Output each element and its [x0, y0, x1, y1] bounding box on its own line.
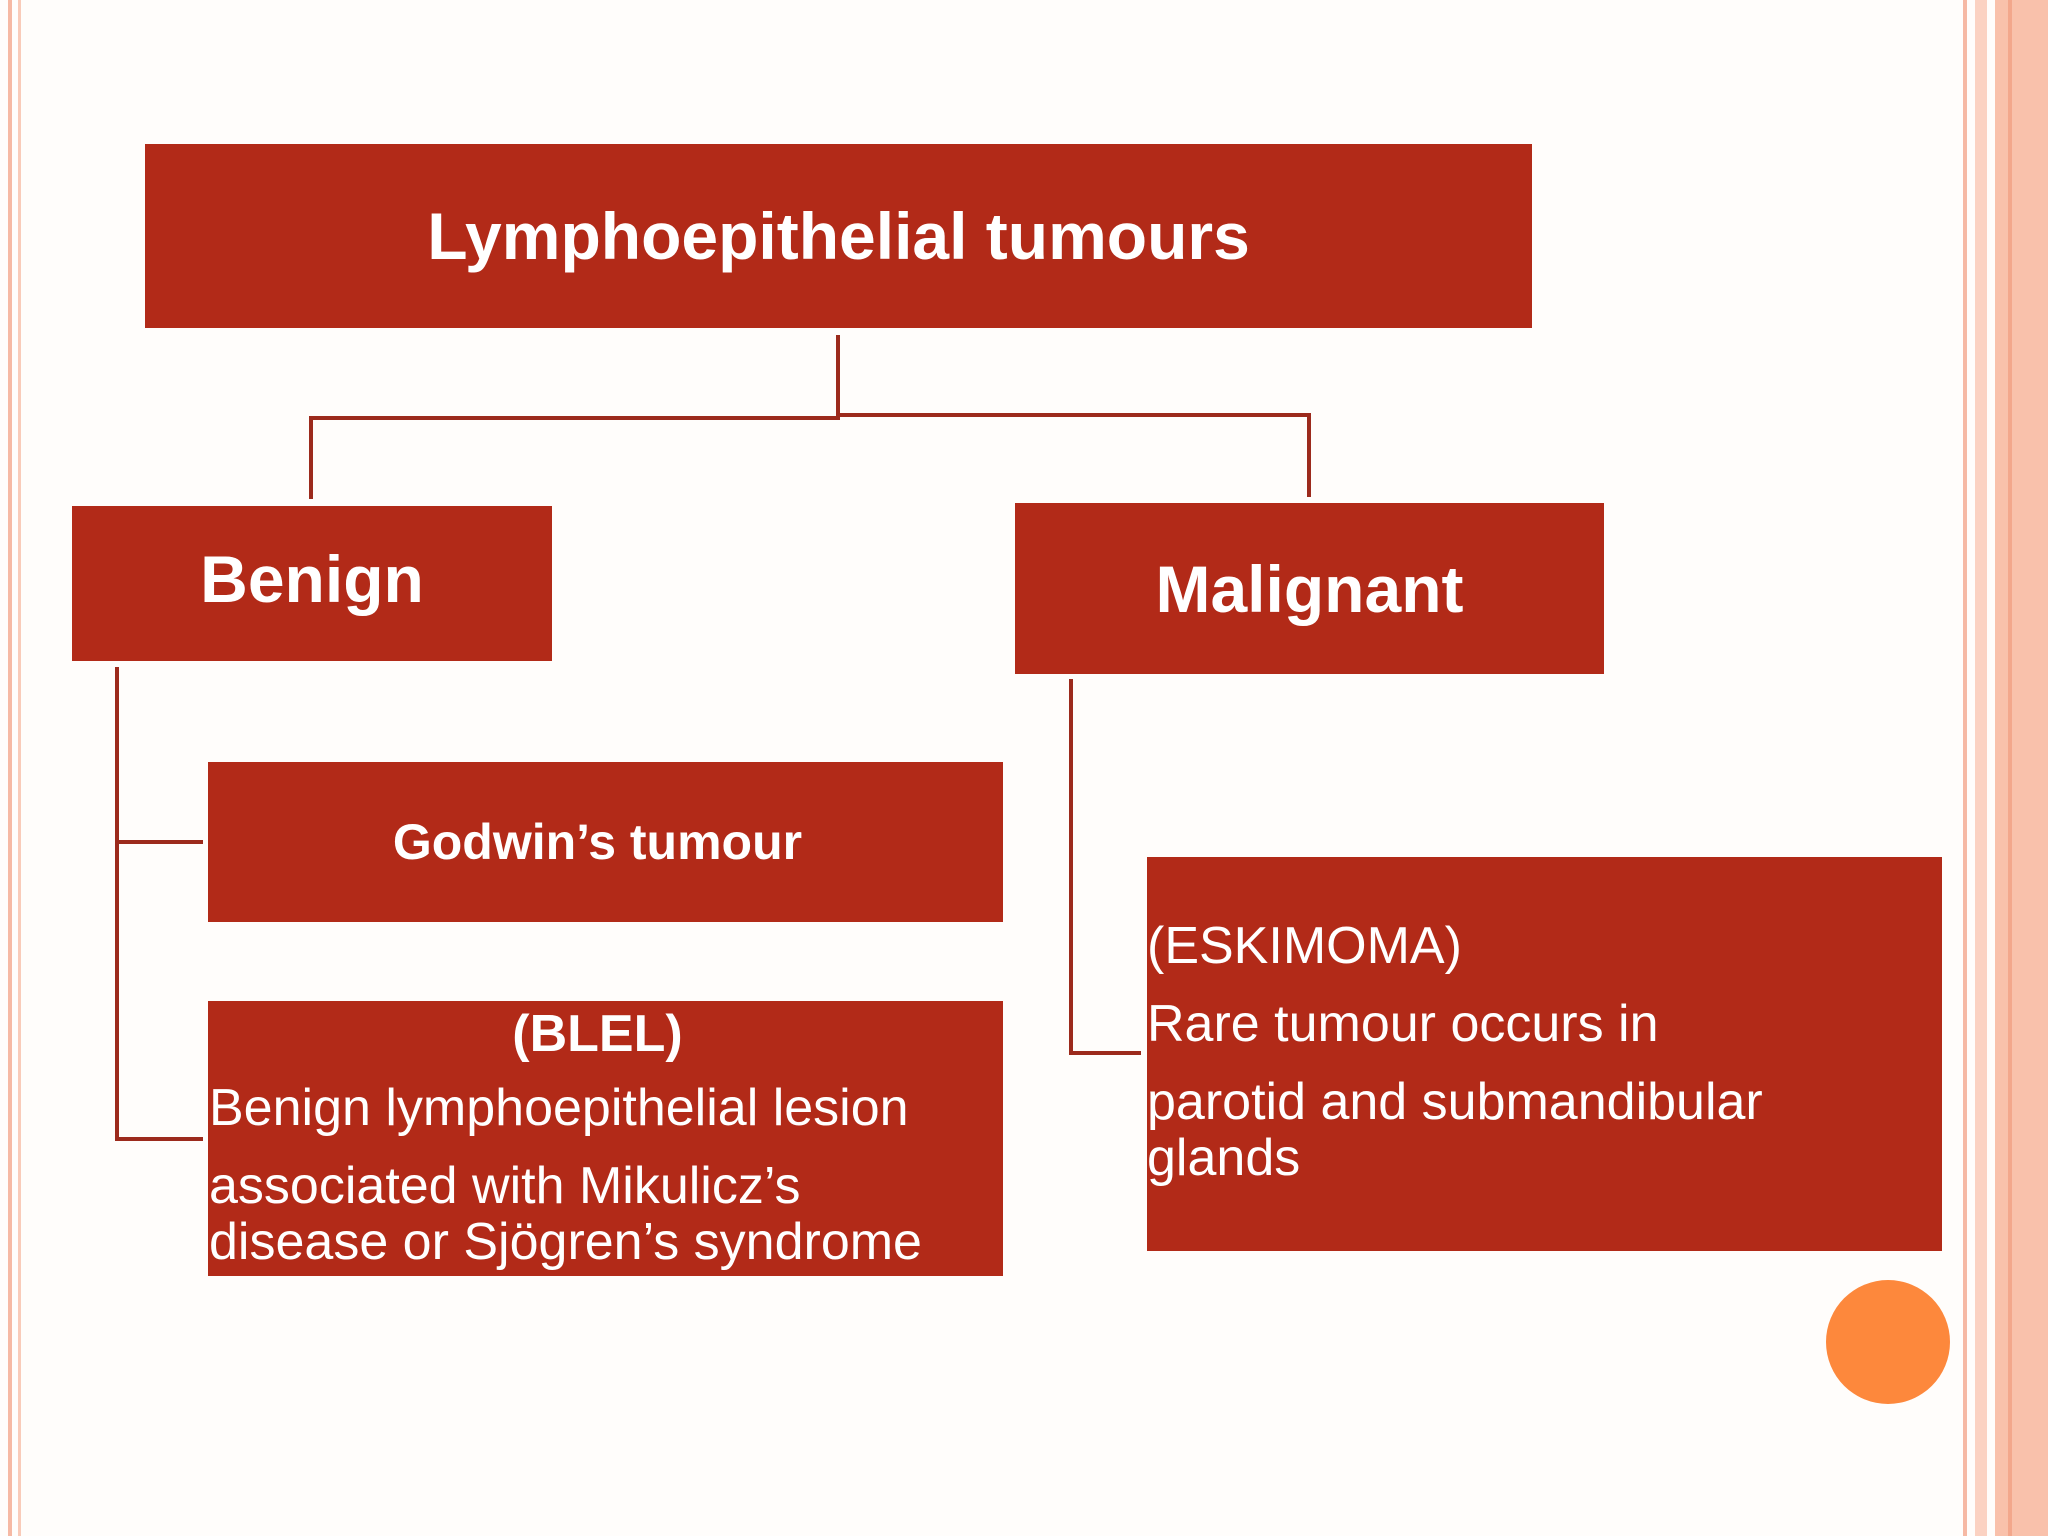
- connector-benign-spine: [115, 667, 119, 1141]
- left-frame-stripe-inner: [18, 0, 21, 1536]
- connector-horizontal-right: [836, 413, 1311, 417]
- right-frame-stripe-line: [2008, 0, 2012, 1536]
- blel-line-1: Benign lymphoepithelial lesion: [209, 1079, 909, 1137]
- blel-line-3: disease or Sjögren’s syndrome: [209, 1213, 922, 1271]
- connector-godwin-branch: [115, 840, 203, 844]
- malignant-node-label: Malignant: [1155, 551, 1464, 626]
- right-frame-stripe-wide: [1995, 0, 2048, 1536]
- right-frame-stripe-thin: [1963, 0, 1967, 1536]
- benign-node-label: Benign: [200, 541, 424, 616]
- malignant-node: Malignant: [1015, 503, 1604, 674]
- connector-benign-up: [309, 416, 313, 499]
- connector-eskimoma-branch: [1069, 1051, 1141, 1055]
- eskimoma-line-1: Rare tumour occurs in: [1147, 995, 1659, 1053]
- right-frame-stripe-mid: [1975, 0, 1987, 1536]
- eskimoma-node: (ESKIMOMA) Rare tumour occurs in parotid…: [1147, 857, 1942, 1251]
- godwin-node-label: Godwin’s tumour: [392, 814, 803, 870]
- eskimoma-abbrev: (ESKIMOMA): [1147, 917, 1462, 975]
- connector-malignant-up: [1307, 413, 1311, 497]
- eskimoma-line-2: parotid and submandibular: [1147, 1073, 1763, 1131]
- blel-abbrev: (BLEL): [512, 1005, 683, 1063]
- eskimoma-line-3: glands: [1147, 1129, 1301, 1187]
- left-frame-stripe: [8, 0, 12, 1536]
- connector-horizontal-left: [309, 416, 840, 420]
- connector-malignant-spine: [1069, 679, 1073, 1055]
- root-node-label: Lymphoepithelial tumours: [427, 199, 1250, 273]
- benign-node: Benign: [72, 506, 552, 661]
- godwin-node: Godwin’s tumour: [208, 762, 1003, 922]
- blel-line-2: associated with Mikulicz’s: [209, 1157, 801, 1215]
- connector-blel-branch: [115, 1137, 203, 1141]
- accent-circle: [1826, 1280, 1950, 1404]
- root-node: Lymphoepithelial tumours: [145, 144, 1532, 328]
- blel-node: (BLEL) Benign lymphoepithelial lesion as…: [208, 1001, 1003, 1276]
- connector-root-down: [836, 335, 840, 420]
